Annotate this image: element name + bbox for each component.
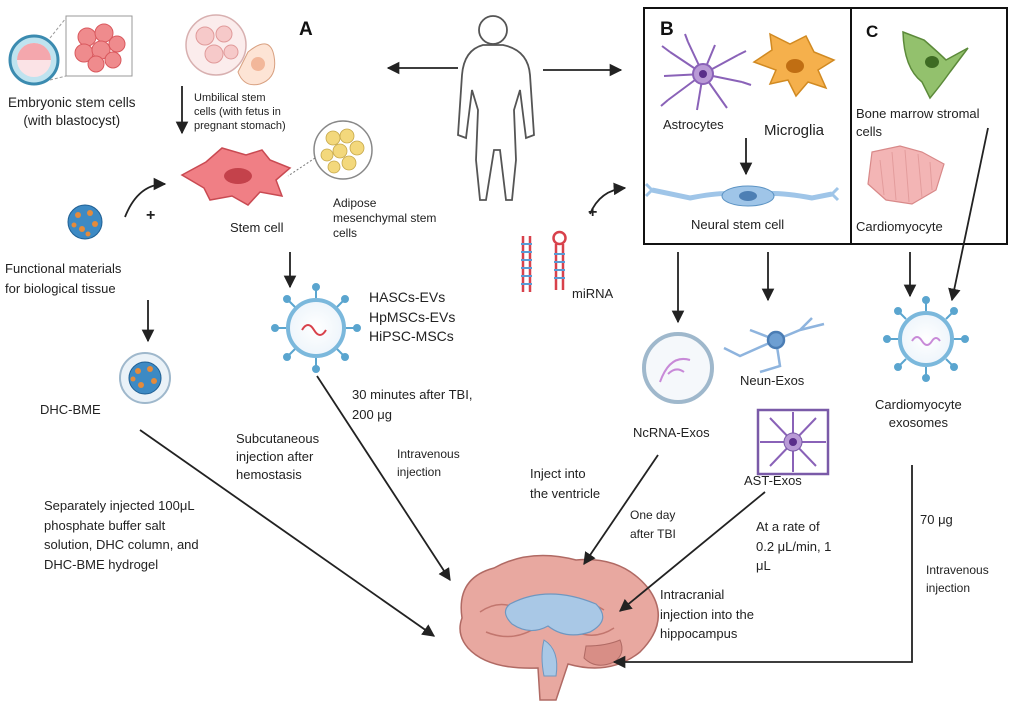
subcut-label: Subcutaneous injection after hemostasis [236,431,320,483]
microglia-icon [752,32,836,98]
ast-label: AST-Exos [744,473,802,488]
flow-arrows [124,61,989,669]
bone-marrow-cell-icon [902,30,969,100]
panel-c-letter: C [866,22,879,41]
stem-cell-icon [180,147,292,206]
cardiomyocyte-icon [867,145,945,205]
neun-label: Neun-Exos [740,373,805,388]
intravenous-a-label: Intravenous injection [397,447,460,479]
panel-a-letter: A [299,19,313,40]
ncrna-label: NcRNA-Exos [633,425,710,440]
dhc-bme-icon [119,352,171,404]
brain-icon [459,554,660,701]
cardiomyocyte-label: Cardiomyocyte [856,219,943,234]
functional-material-icon [67,204,103,240]
astrocytes-label: Astrocytes [663,117,724,132]
functional-label: Functional materials for biological tiss… [5,261,122,297]
neural-stem-cell-icon [644,182,840,207]
umbilical-cell-icon [185,14,276,86]
ev-exosome-icon [271,283,361,373]
microglia-label: Microglia [764,122,825,139]
umbilical-label: Umbilical stem cells (with fetus in preg… [194,92,286,132]
adipose-cell-icon [287,120,373,180]
plus-sign-a: + [146,207,156,224]
one-day-label: One day after TBI [630,508,676,541]
human-body-icon [457,15,535,201]
intracranial-label: Intracranial injection into the hippocam… [660,587,754,641]
inject-ventricle-label: Inject into the ventricle [530,466,601,501]
astrocyte-icon [660,33,752,111]
dose-70-label: 70 μg [920,512,953,527]
neun-neuron-icon [723,317,825,374]
adipose-label: Adipose mesenchymal stem cells [333,196,437,240]
cardio-exos-label: Cardiomyocyte exosomes [875,397,962,431]
cardio-exosome-icon [883,296,969,382]
embryonic-cell-icon [8,15,133,86]
plus-sign-b: + [588,204,598,221]
neural-stem-label: Neural stem cell [691,217,785,232]
dhc-bme-label: DHC-BME [40,402,101,417]
rate-label: At a rate of 0.2 μL/min, 1 μL [756,519,832,573]
mirna-icon [521,230,567,292]
bone-marrow-label: Bone marrow stromal cells [856,106,980,139]
intravenous-c-label: Intravenous injection [926,563,989,595]
embryonic-label: Embryonic stem cells (with blastocyst) [8,95,136,128]
evs-label: HASCs-EVs HpMSCs-EVs HiPSC-MSCs [369,289,456,345]
separately-label: Separately injected 100μL phosphate buff… [44,498,199,572]
mirna-label: miRNA [572,286,614,301]
ast-exosome-icon [756,408,830,476]
panel-b-letter: B [660,19,674,40]
panel-c-box [850,7,1008,245]
timing-tbi-label: 30 minutes after TBI, 200 μg [352,387,473,422]
ncrna-exosome-icon [642,332,714,404]
stem-cell-label: Stem cell [230,220,284,235]
